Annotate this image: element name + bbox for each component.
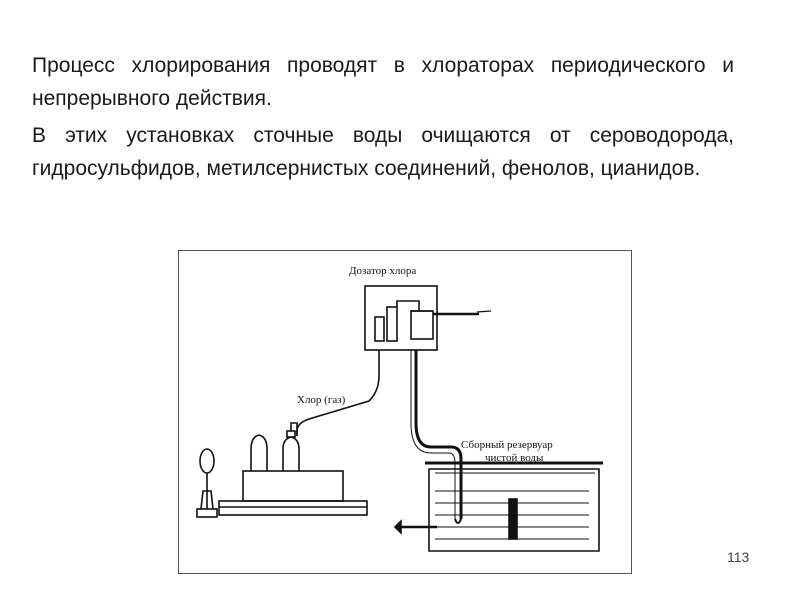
paragraph-purification-targets: В этих установках сточные воды очищаются…	[32, 124, 734, 180]
chlorine-cylinder-right	[282, 436, 300, 471]
label-chlorine-doser: Дозатор хлора	[349, 265, 417, 277]
page-number: 113	[727, 549, 750, 565]
label-reservoir-line1: Сборный резервуар	[461, 439, 553, 451]
scale-platform	[242, 470, 344, 502]
paragraph-chlorination-process: Процесс хлорирования проводят в хлоратор…	[32, 54, 734, 110]
doser-rotameter-right	[386, 306, 398, 342]
reservoir-baffle	[508, 498, 518, 540]
pressure-gauge	[199, 448, 215, 474]
doser-cylinder	[410, 310, 434, 340]
doser-rotameter-left	[374, 316, 385, 342]
label-reservoir-line2: чистой воды	[485, 452, 544, 464]
chlorinator-diagram: Дозатор хлора Хлор (газ) Сборный резерву…	[178, 250, 632, 574]
scale-base	[218, 500, 368, 516]
clean-water-reservoir	[428, 468, 600, 552]
chlorine-doser-box	[364, 285, 438, 351]
label-chlorine-gas: Хлор (газ)	[297, 394, 346, 406]
diagram-drawing	[196, 285, 603, 552]
chlorine-cylinder-left	[250, 434, 268, 471]
